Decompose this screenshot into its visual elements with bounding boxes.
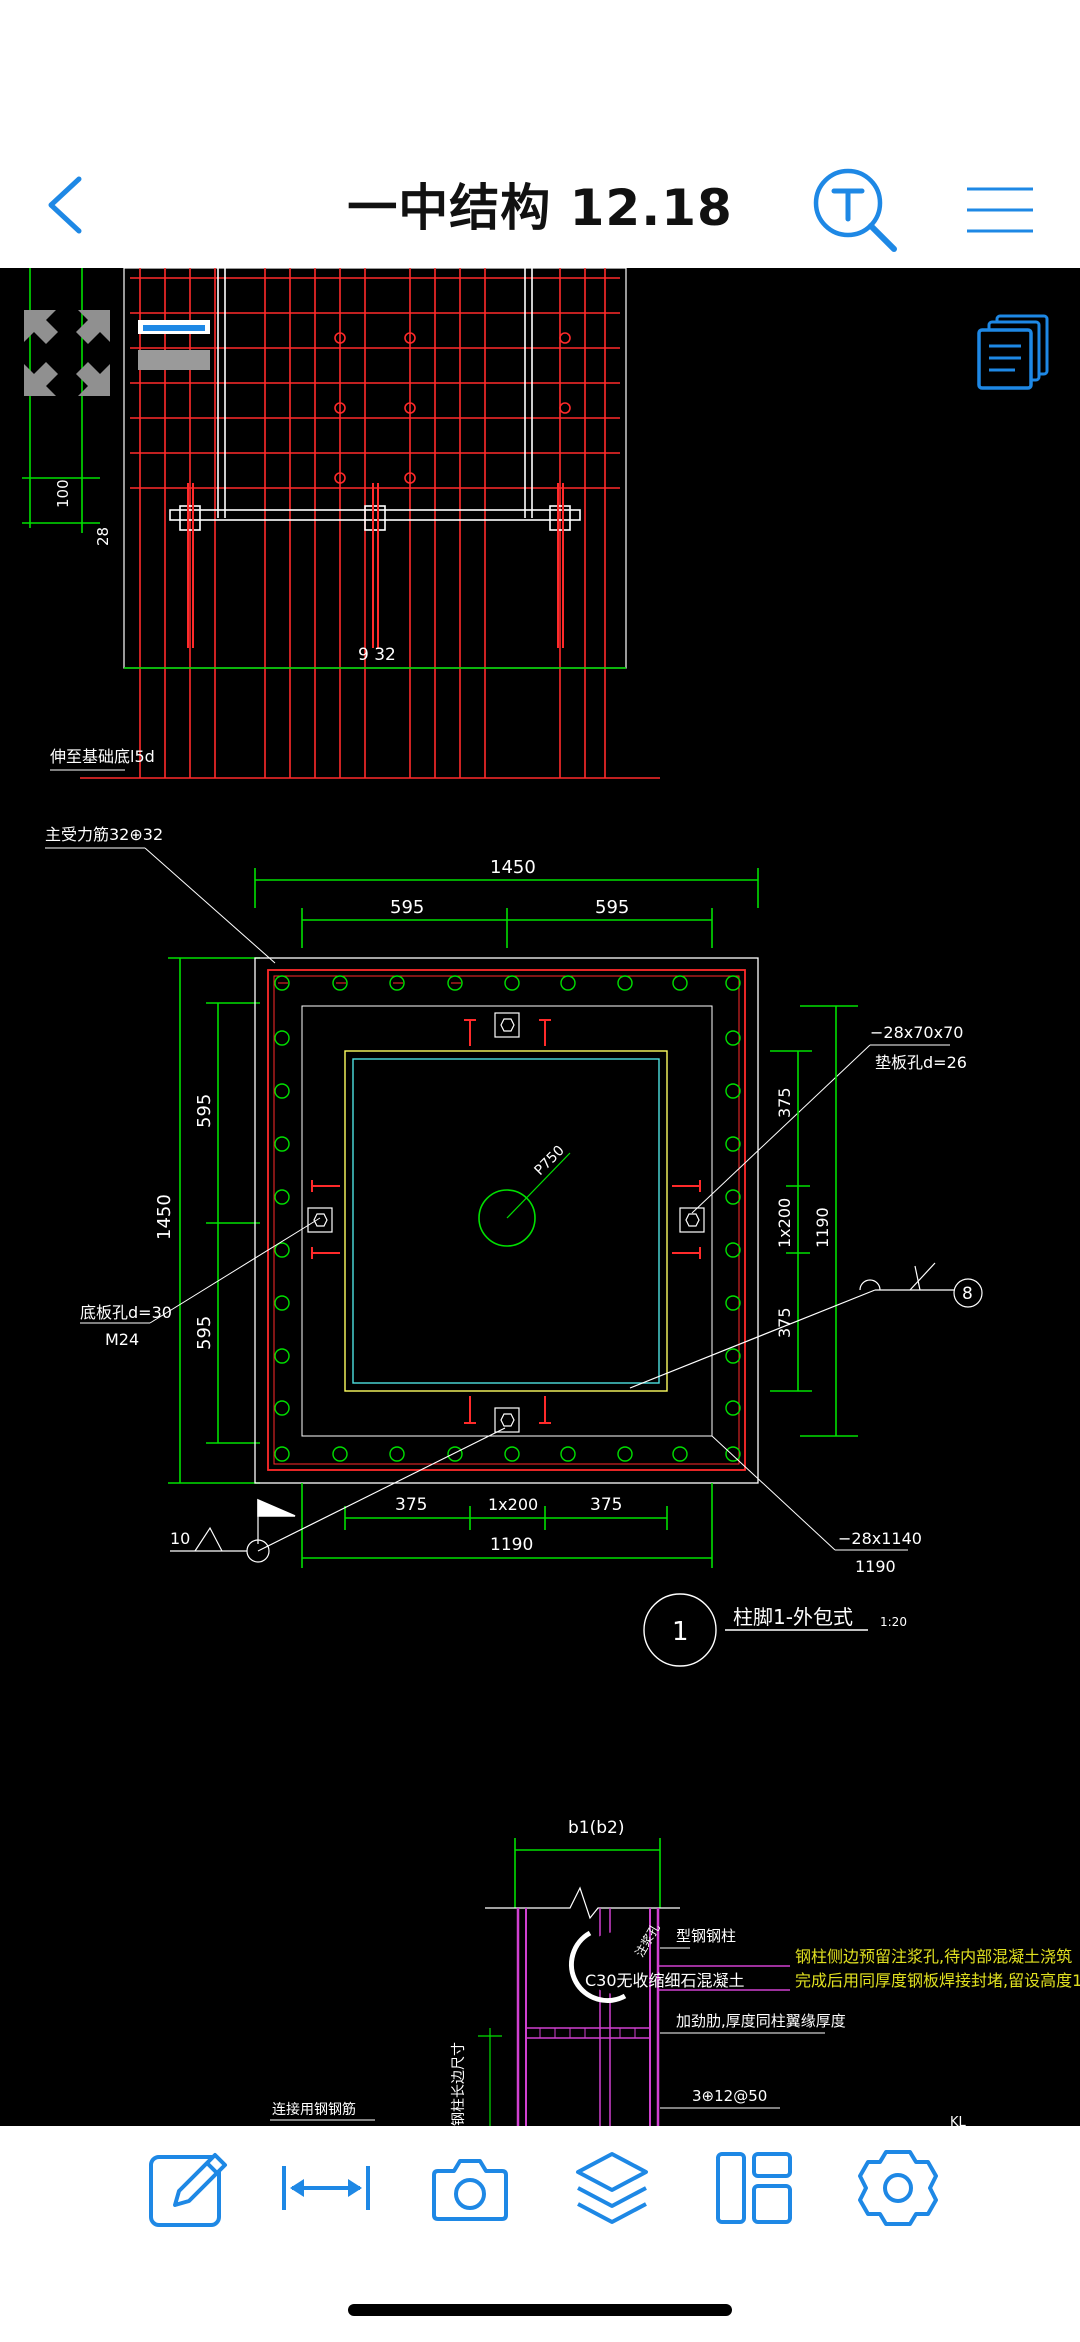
dim-top-left: 595: [390, 897, 424, 918]
hamburger-menu-icon: [967, 187, 1033, 233]
dim-top-total: 1450: [490, 857, 536, 878]
anchor-note: 伸至基础底l5d: [50, 747, 155, 766]
base-plate-label: −28x1140: [838, 1529, 922, 1548]
kl-label: KL: [950, 2115, 967, 2126]
dim-right-upper: 375: [775, 1087, 794, 1118]
dim-28: 28: [94, 527, 112, 546]
steel-column-label: 型钢钢柱: [676, 1927, 736, 1945]
bolt-size-label: M24: [105, 1330, 139, 1349]
page-title: 一中结构 12.18: [347, 179, 733, 237]
pencil-edit-icon: [149, 2153, 227, 2227]
grout-note-1: 钢柱侧边预留注浆孔,待内部混凝土浇筑: [795, 1947, 1072, 1966]
sheets-button[interactable]: [975, 312, 1055, 392]
layout-tool-button[interactable]: [706, 2140, 802, 2236]
settings-tool-button[interactable]: [850, 2140, 946, 2236]
anchor-bar-label: 连接用钢钢筋: [272, 2101, 356, 2118]
layout-panels-icon: [716, 2152, 792, 2224]
plate-label: −28x70x70: [870, 1023, 963, 1042]
dimension-arrows-icon: [282, 2166, 370, 2210]
detail-scale: 1:20: [880, 1615, 907, 1629]
base-plate-width: 1190: [855, 1557, 896, 1576]
detail-number: 1: [672, 1617, 689, 1647]
dim-bot-mid: 1x200: [488, 1495, 538, 1514]
washer-hole-label: 垫板孔d=26: [875, 1053, 967, 1072]
concrete-label: C30无收缩细石混凝土: [585, 1971, 745, 1990]
weld-mark: 8: [962, 1284, 973, 1304]
main-rebar-label: 主受力筋32⊕32: [45, 825, 163, 844]
dim-left-total: 1450: [154, 1194, 175, 1240]
dim-bot-left: 375: [395, 1495, 427, 1515]
dim-left-lower: 595: [194, 1316, 215, 1350]
expand-arrows-icon: [24, 310, 110, 396]
column-dim-label: 钢柱长边尺寸: [451, 2042, 467, 2126]
bar-count-label: 9 32: [358, 645, 396, 665]
detail-title: 柱脚1-外包式: [733, 1605, 853, 1629]
screenshot-tool-button[interactable]: [422, 2140, 518, 2236]
fullscreen-button[interactable]: [22, 308, 112, 398]
column-base-plan: [45, 847, 983, 1667]
swatch-active: [138, 320, 210, 334]
back-chevron-icon: [48, 176, 82, 234]
layers-tool-button[interactable]: [564, 2140, 660, 2236]
back-button[interactable]: [30, 160, 100, 250]
top-bar: 一中结构 12.18: [0, 0, 1080, 268]
stiffener-label: 加劲肋,厚度同柱翼缘厚度: [676, 2012, 846, 2030]
dim-top-right: 595: [595, 897, 629, 918]
drawing-canvas[interactable]: 100 28 9 32 伸至基础底l5d: [0, 268, 1080, 2126]
weld-size: 10: [170, 1529, 190, 1548]
cad-drawing: 100 28 9 32 伸至基础底l5d: [22, 268, 1080, 2126]
dim-bot-total: 1190: [490, 1535, 533, 1555]
section-width-label: b1(b2): [568, 1818, 624, 1838]
camera-icon: [432, 2159, 508, 2221]
annotate-tool-button[interactable]: [140, 2140, 236, 2236]
home-indicator[interactable]: [348, 2304, 732, 2316]
layers-icon: [576, 2152, 648, 2224]
hole-label: 底板孔d=30: [80, 1303, 172, 1322]
menu-button[interactable]: [950, 170, 1050, 250]
dim-left-upper: 595: [194, 1094, 215, 1128]
measure-tool-button[interactable]: [278, 2140, 374, 2236]
dim-right-mid: 1x200: [775, 1198, 794, 1248]
grout-note-2: 完成后用同厚度钢板焊接封堵,留设高度1.00m: [795, 1971, 1080, 1990]
column-section-detail: [270, 1838, 825, 2126]
swatch-inactive: [138, 350, 210, 370]
top-section: [22, 268, 660, 779]
layer-color-swatches[interactable]: [138, 320, 212, 380]
gear-icon: [858, 2150, 938, 2226]
text-search-icon: [813, 168, 897, 252]
dim-bot-right: 375: [590, 1495, 622, 1515]
sheets-stack-icon: [977, 314, 1049, 390]
dim-right-total: 1190: [813, 1207, 832, 1248]
text-search-button[interactable]: [805, 160, 905, 260]
stirrup-label: 3⊕12@50: [692, 2087, 767, 2105]
dim-right-lower: 375: [775, 1307, 794, 1338]
dim-100: 100: [54, 479, 72, 508]
